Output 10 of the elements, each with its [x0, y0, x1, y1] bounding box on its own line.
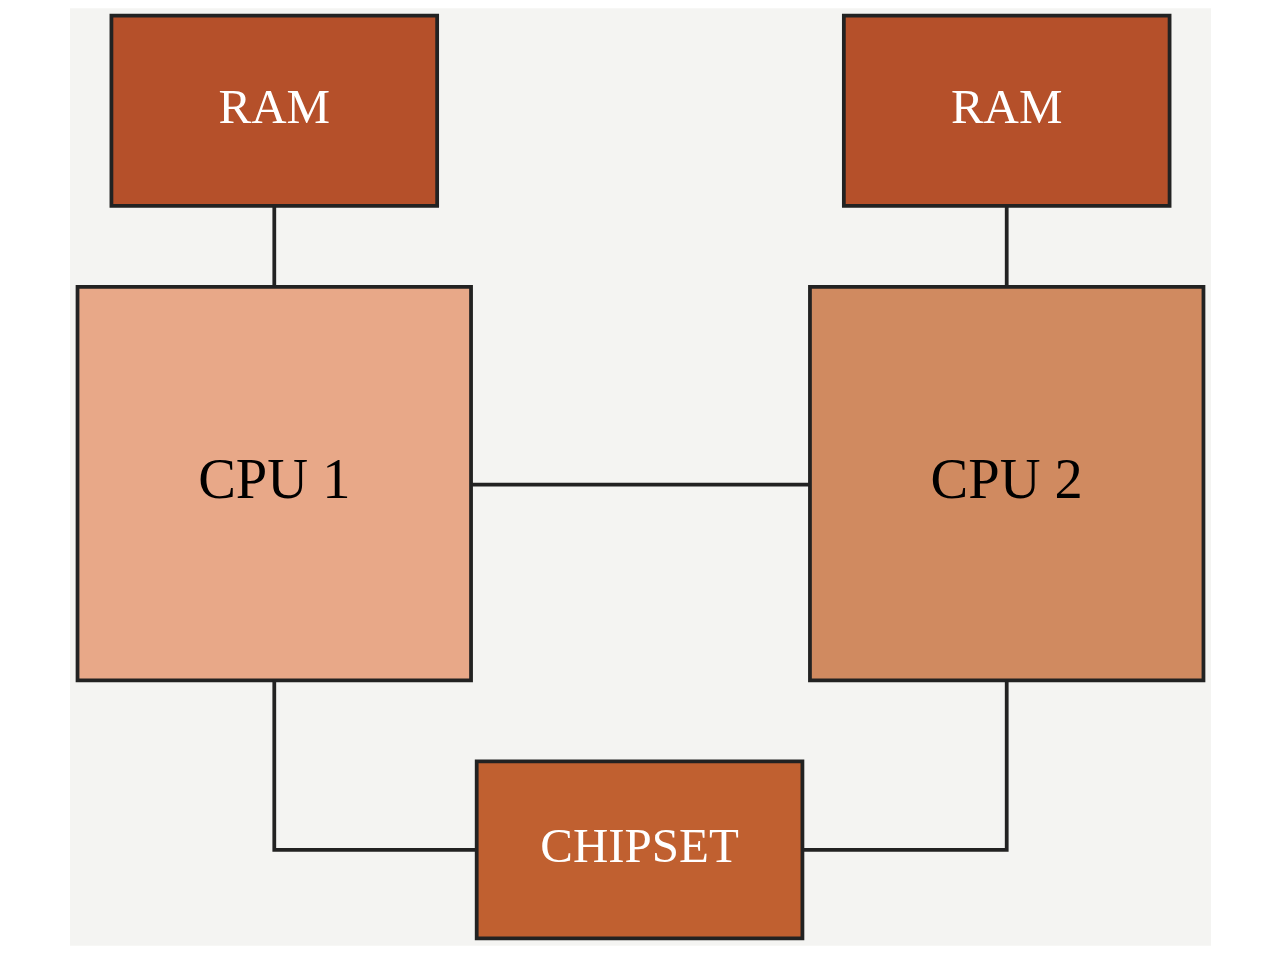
connector: [471, 482, 810, 487]
connector: [272, 206, 277, 287]
connector: [1004, 206, 1009, 287]
connector: [802, 680, 1009, 852]
connector: [272, 680, 477, 852]
node-box: CHIPSET: [474, 759, 805, 941]
node-box: RAM: [109, 13, 440, 208]
node-box: RAM: [841, 13, 1172, 208]
node-box: CPU 1: [75, 284, 473, 683]
node-box: CPU 2: [808, 284, 1206, 683]
